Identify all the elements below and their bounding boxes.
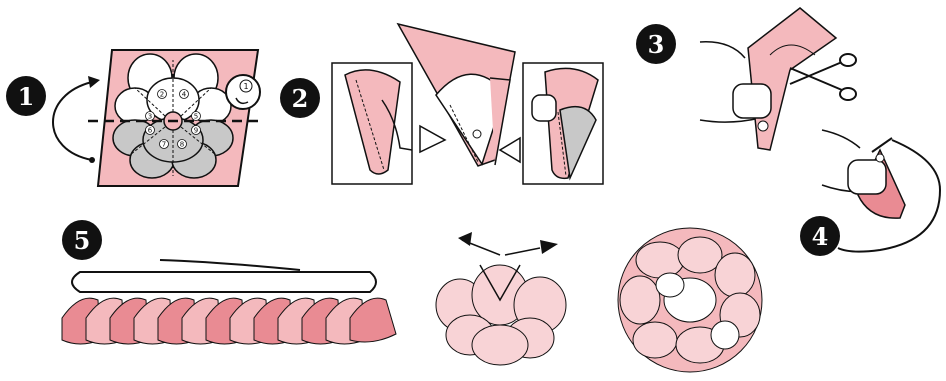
petal-label-2: 2 — [160, 91, 164, 99]
step-4: 4 — [800, 130, 940, 256]
pull-arrow-icon — [540, 240, 558, 254]
step-number-2: 2 — [292, 84, 309, 113]
petal-label-3: 3 — [148, 113, 152, 121]
step-number-3: 3 — [648, 30, 665, 59]
pointer-left-icon — [420, 126, 445, 152]
petal-label-6: 6 — [148, 127, 153, 135]
callout-label: 1 — [243, 82, 248, 91]
step-3: 3 — [636, 8, 856, 150]
finger-icon — [532, 95, 556, 121]
arrow-head-icon — [88, 76, 100, 88]
thumb-icon — [733, 84, 771, 118]
strung-petals-row — [62, 298, 396, 344]
petal-label-5: 5 — [194, 113, 198, 121]
petal-label-9: 9 — [194, 127, 198, 135]
petal-label-4: 4 — [182, 91, 187, 99]
pointer-right-icon — [500, 138, 520, 162]
pull-arrow-icon — [458, 232, 472, 246]
curved-arrow-icon — [53, 82, 92, 160]
step-number-4: 4 — [812, 222, 829, 251]
step-5: 5 — [62, 220, 396, 344]
step-1: 1 — [6, 50, 262, 186]
needle-icon — [872, 138, 892, 152]
petal-label-7: 7 — [162, 141, 166, 149]
step-number-5: 5 — [74, 226, 91, 255]
step-2: 2 — [280, 24, 603, 184]
step-number-1: 1 — [18, 82, 35, 111]
finished-pom-flower — [618, 228, 762, 372]
gathering-flower — [436, 232, 566, 365]
gathering-thread — [72, 260, 376, 292]
thumb-icon-4 — [848, 160, 886, 194]
petal-label-8: 8 — [180, 141, 184, 149]
